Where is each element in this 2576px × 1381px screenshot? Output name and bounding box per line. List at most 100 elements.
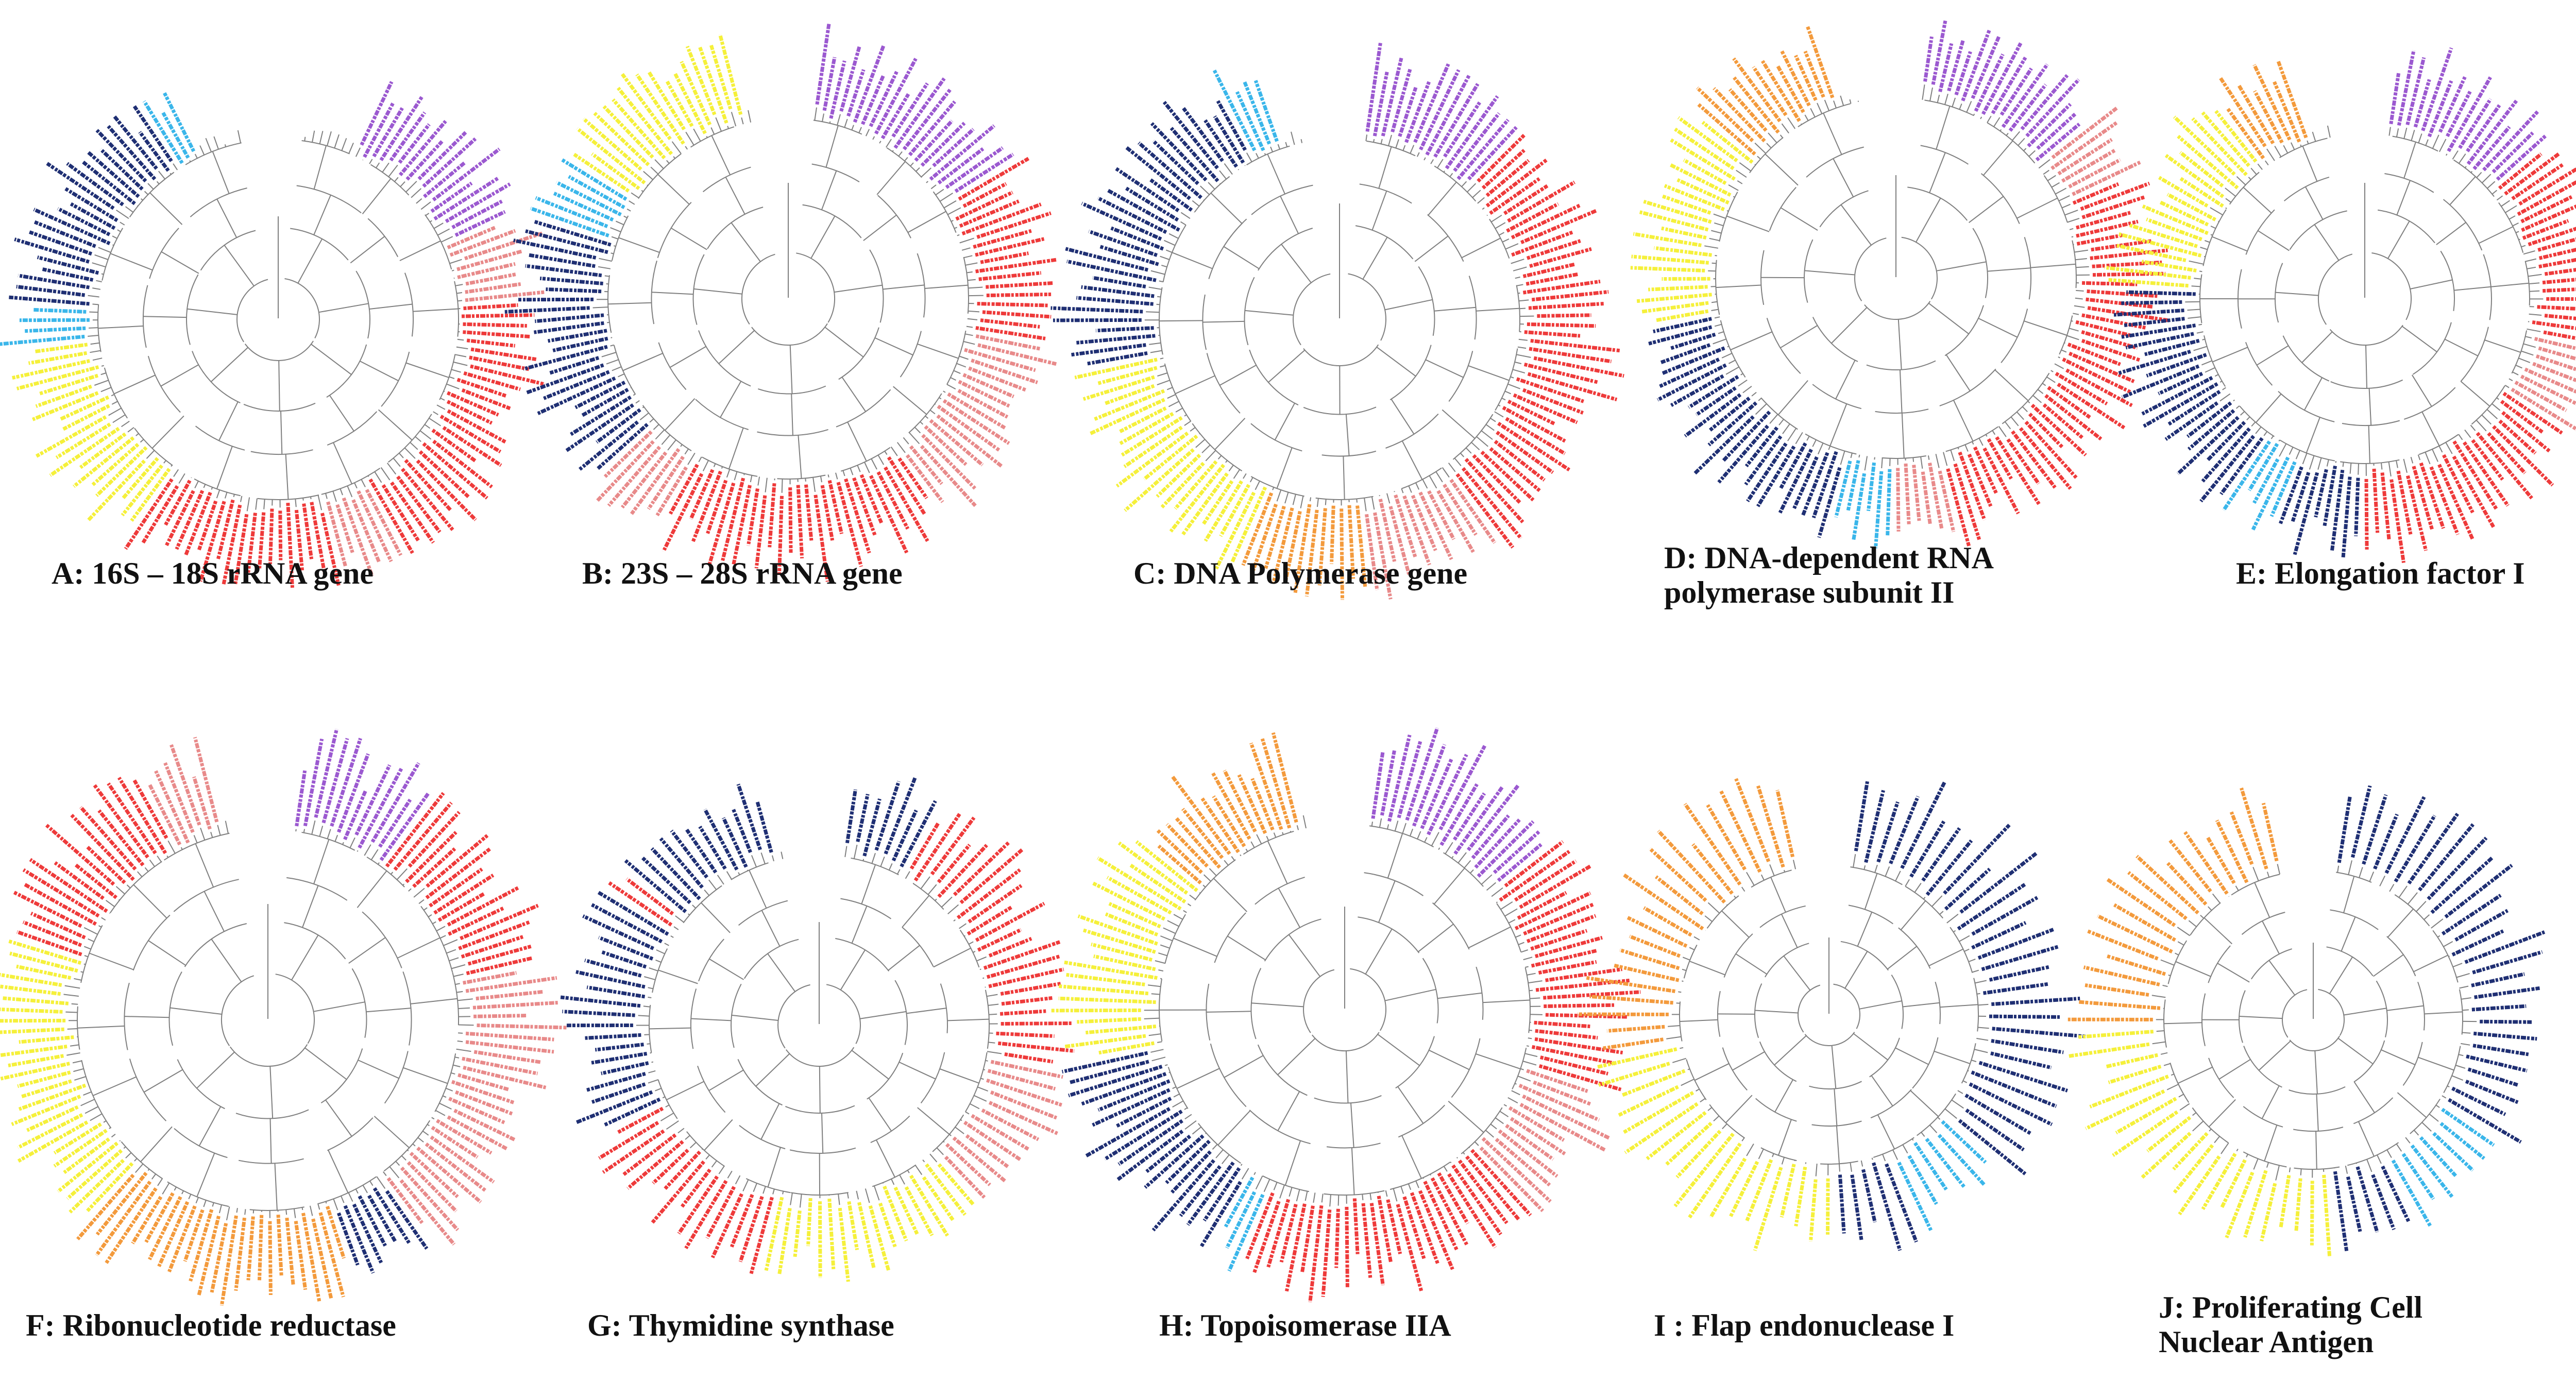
panel-g: G: Thymidine synthase — [515, 690, 1075, 1381]
leaf-label — [1518, 1083, 1600, 1122]
tree-tip-branch — [671, 141, 682, 155]
leaf-label — [1443, 484, 1478, 536]
tree-branch-line — [224, 245, 255, 286]
tree-branch-line — [196, 1051, 235, 1089]
tree-tip-branch — [1518, 292, 1520, 294]
leaf-label — [2350, 785, 2372, 858]
tree-branch-line — [405, 362, 449, 378]
leaf-label — [465, 282, 522, 294]
leaf-label — [1533, 356, 1624, 378]
tree-branch-line — [859, 1011, 907, 1019]
leaf-label — [198, 501, 226, 582]
tree-tip-branch — [396, 868, 408, 880]
tree-branch-line — [2218, 1059, 2251, 1080]
tree-tip-branch — [1768, 132, 1777, 143]
tree-leaves — [2067, 785, 2546, 1257]
tree-branch-line — [2255, 394, 2282, 423]
tree-tip-branch — [1689, 947, 1695, 950]
tree-tip-branch — [1828, 446, 1831, 450]
leaf-label — [1732, 75, 1780, 134]
tree-tip-branch — [1202, 884, 1206, 888]
tree-branch-line — [1371, 191, 1387, 231]
tree-branch-line — [651, 292, 693, 295]
tree-tip-branch — [644, 976, 656, 980]
tree-tip-branch — [2452, 150, 2459, 160]
tree-tip-branch — [1812, 439, 1817, 447]
panel-j: J: Proliferating Cell Nuclear Antigen — [2061, 690, 2576, 1381]
tree-branch-arc — [658, 342, 687, 390]
leaf-label — [1144, 1134, 1192, 1174]
leaf-label — [2191, 117, 2248, 176]
tree-tip-branch — [2257, 163, 2263, 170]
tree-tip-branch — [947, 207, 961, 215]
leaf-label — [755, 802, 773, 853]
leaf-label — [2273, 81, 2301, 143]
leaf-label — [416, 459, 477, 521]
tree-branch-line — [1916, 198, 1941, 243]
tree-tip-branch — [2047, 175, 2056, 181]
leaf-label — [2050, 121, 2118, 170]
tree-tip-branch — [2481, 174, 2492, 183]
tree-branch-arc — [785, 1047, 855, 1067]
leaf-label — [2471, 1004, 2527, 1012]
tree-tip-branch — [771, 855, 774, 862]
leaf-label — [157, 1201, 190, 1268]
leaf-label — [691, 470, 722, 542]
tree-tip-branch — [1219, 183, 1221, 184]
leaf-label — [1665, 1121, 1713, 1166]
leaf-label — [33, 308, 87, 314]
tree-branch-arc — [1864, 301, 1931, 320]
leaf-label — [445, 182, 511, 223]
tree-tip-branch — [2037, 389, 2044, 394]
tree-branch-arc — [1312, 1032, 1380, 1052]
leaf-label — [30, 911, 86, 940]
leaf-label — [703, 808, 739, 871]
tree-tip-branch — [1461, 181, 1467, 187]
tree-tip-branch — [1864, 456, 1868, 471]
tree-tip-branch — [2067, 217, 2080, 223]
tree-branch-line — [2381, 1049, 2416, 1066]
tree-tip-branch — [734, 471, 738, 481]
tree-tip-branch — [393, 457, 401, 467]
leaf-label — [1123, 425, 1183, 468]
tree-tip-branch — [1233, 469, 1241, 479]
tree-tip-branch — [83, 927, 98, 935]
tree-branch-arc — [1848, 905, 1893, 925]
leaf-label — [164, 480, 192, 526]
leaf-label — [31, 391, 99, 422]
tree-tip-branch — [633, 394, 636, 396]
leaf-label — [965, 1134, 1009, 1168]
tree-tip-branch — [2248, 177, 2251, 180]
tree-branch-line — [1780, 325, 1818, 349]
leaf-label — [1069, 1060, 1149, 1084]
tree-branch-line — [1224, 1055, 1264, 1078]
leaf-label — [1672, 127, 1735, 171]
tree-tip-branch — [1882, 1154, 1886, 1162]
tree-branch-line — [410, 998, 457, 1004]
tree-branch-line — [1268, 349, 1306, 383]
tree-branch-line — [1834, 1088, 1838, 1126]
tree-tip-branch — [2274, 145, 2282, 157]
leaf-label — [1115, 167, 1180, 213]
tree-branch-line — [2368, 425, 2370, 464]
tree-branch-line — [329, 395, 354, 432]
tree-tip-branch — [2527, 328, 2541, 332]
leaf-label — [2166, 861, 2208, 906]
caption-d: D: DNA-dependent RNA polymerase subunit … — [1664, 541, 1994, 610]
leaf-label — [295, 769, 307, 827]
tree-tip-branch — [1149, 342, 1161, 345]
tree-tip-branch — [2179, 1103, 2190, 1111]
tree-branch-line — [328, 1150, 349, 1194]
panel-i: I : Flap endonuclease I — [1546, 690, 2086, 1381]
leaf-label — [1519, 1103, 1606, 1152]
tree-tip-branch — [2006, 132, 2009, 136]
leaf-label — [929, 419, 984, 467]
tree-tip-branch — [715, 117, 722, 132]
leaf-label — [360, 81, 394, 146]
leaf-label — [576, 127, 646, 184]
leaf-label — [1405, 727, 1439, 821]
tree-tip-branch — [2528, 274, 2542, 277]
leaf-label — [900, 800, 937, 868]
tree-tip-branch — [2192, 1120, 2204, 1132]
tree-tip-branch — [717, 875, 724, 885]
